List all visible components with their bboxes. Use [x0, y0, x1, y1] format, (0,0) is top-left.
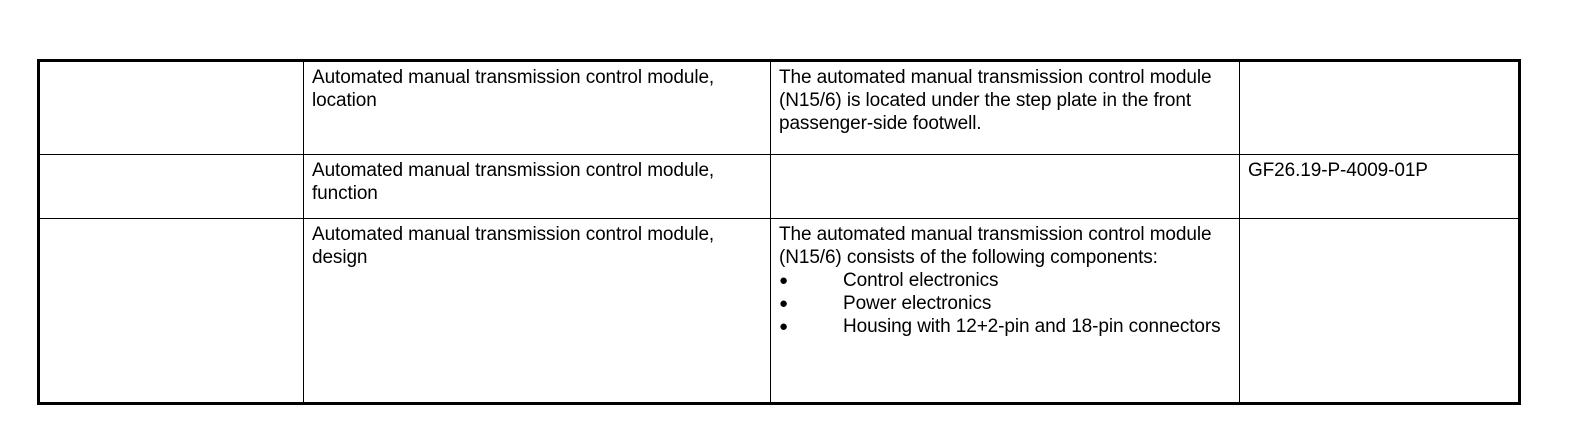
list-item: ● Power electronics	[779, 292, 1233, 315]
table-row: Automated manual transmission control mo…	[38, 60, 1520, 155]
row-location-topic-cell: Automated manual transmission control mo…	[303, 60, 771, 155]
bullet-icon: ●	[779, 318, 788, 335]
row-function-topic-cell: Automated manual transmission control mo…	[303, 154, 771, 219]
row-function-reference-cell: GF26.19-P-4009-01P	[1239, 154, 1520, 219]
row-design-reference-cell	[1239, 218, 1520, 404]
row-function-blank-cell	[38, 154, 304, 219]
row-design-topic-cell: Automated manual transmission control mo…	[303, 218, 771, 404]
list-item: ● Housing with 12+2-pin and 18-pin conne…	[779, 315, 1233, 338]
bullet-icon: ●	[779, 272, 788, 289]
table-row: Automated manual transmission control mo…	[38, 218, 1520, 404]
list-item: ● Control electronics	[779, 269, 1233, 292]
list-item-label: Housing with 12+2-pin and 18-pin connect…	[843, 316, 1221, 337]
table-row: Automated manual transmission control mo…	[38, 154, 1520, 219]
row-design-topic-text: Automated manual transmission control mo…	[312, 224, 715, 268]
row-location-description-cell: The automated manual transmission contro…	[770, 60, 1240, 155]
row-function-description-cell	[770, 154, 1240, 219]
row-design-description-cell: The automated manual transmission contro…	[770, 218, 1240, 404]
list-item-label: Power electronics	[843, 293, 992, 314]
row-location-description-text: The automated manual transmission contro…	[779, 67, 1212, 134]
row-location-topic-text: Automated manual transmission control mo…	[312, 67, 715, 111]
row-design-intro-text: The automated manual transmission contro…	[779, 224, 1212, 268]
reference-number: GF26.19-P-4009-01P	[1248, 160, 1428, 181]
list-item-label: Control electronics	[843, 270, 999, 291]
specification-table: Automated manual transmission control mo…	[37, 59, 1521, 405]
row-location-blank-cell	[38, 60, 304, 155]
components-bullet-list: ● Control electronics ● Power electronic…	[779, 269, 1233, 338]
row-function-topic-text: Automated manual transmission control mo…	[312, 160, 715, 204]
row-design-blank-cell	[38, 218, 304, 404]
bullet-icon: ●	[779, 295, 788, 312]
row-location-reference-cell	[1239, 60, 1520, 155]
